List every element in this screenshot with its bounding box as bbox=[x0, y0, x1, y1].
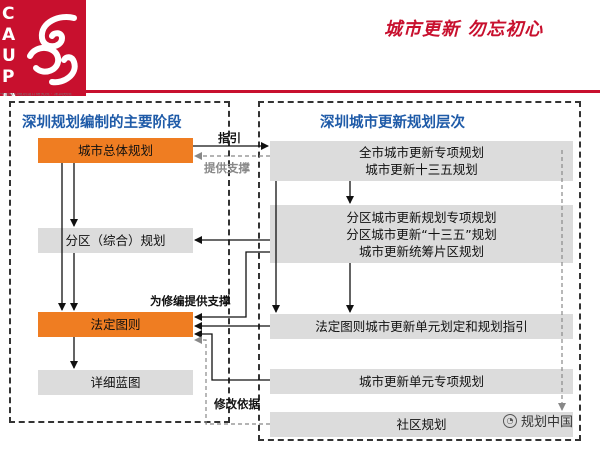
box-line: 城市更新统筹片区规划 bbox=[358, 243, 484, 259]
renewal-unit-plan-box: 城市更新单元专项规划 bbox=[270, 369, 573, 394]
detailed-blueprint-box: 详细蓝图 bbox=[38, 370, 193, 395]
district-renewal-plan-box: 分区城市更新规划专项规划 分区城市更新“十三五”规划 城市更新统筹片区规划 bbox=[270, 205, 573, 263]
wechat-icon: ◔ bbox=[503, 413, 517, 428]
renewal-unit-guidance-box: 法定图则城市更新单元划定和规划指引 bbox=[270, 314, 573, 339]
guide-label: 指引 bbox=[218, 131, 241, 145]
header-rule bbox=[0, 90, 600, 93]
logo-letter: U bbox=[2, 46, 16, 66]
box-line: 城市更新十三五规划 bbox=[365, 162, 478, 177]
master-plan-box: 城市总体规划 bbox=[38, 138, 193, 163]
community-plan-box: 社区规划 bbox=[270, 412, 573, 437]
watermark: ◔ 规划中国 bbox=[503, 411, 573, 430]
logo-letter: D bbox=[2, 88, 17, 108]
right-panel-title: 深圳城市更新规划层次 bbox=[320, 115, 465, 131]
arrow-renewal-unit-to-statutory bbox=[194, 330, 270, 381]
logo-letter: P bbox=[2, 67, 15, 87]
logo-letter: A bbox=[2, 25, 16, 45]
box-line: 全市城市更新专项规划 bbox=[358, 145, 484, 160]
logo-letter: C bbox=[2, 4, 15, 24]
revision-support-label: 为修编提供支撑 bbox=[150, 294, 231, 308]
support-label: 提供支撑 bbox=[204, 161, 250, 175]
logo-subtitle: 中国城市规划设计研究院 · 深圳分院 bbox=[0, 92, 72, 97]
revision-basis-label: 修改依据 bbox=[214, 397, 260, 411]
watermark-text: 规划中国 bbox=[521, 415, 574, 430]
arrow-revision-support bbox=[194, 251, 270, 321]
box-line: 分区城市更新“十三五”规划 bbox=[346, 226, 497, 242]
swirl-emblem-icon bbox=[27, 14, 78, 86]
box-line: 分区城市更新规划专项规划 bbox=[346, 209, 497, 225]
slogan: 城市更新 勿忘初心 bbox=[384, 19, 544, 40]
left-panel bbox=[9, 101, 230, 423]
logo-letters: C A U P D bbox=[2, 4, 20, 109]
right-panel bbox=[258, 101, 581, 441]
left-panel-title: 深圳规划编制的主要阶段 bbox=[22, 115, 182, 131]
citywide-renewal-plan-box: 全市城市更新专项规划 城市更新十三五规划 bbox=[270, 141, 573, 181]
statutory-plan-box: 法定图则 bbox=[38, 312, 193, 337]
arrow-revision-basis bbox=[194, 336, 270, 425]
district-plan-box: 分区（综合）规划 bbox=[38, 228, 193, 253]
